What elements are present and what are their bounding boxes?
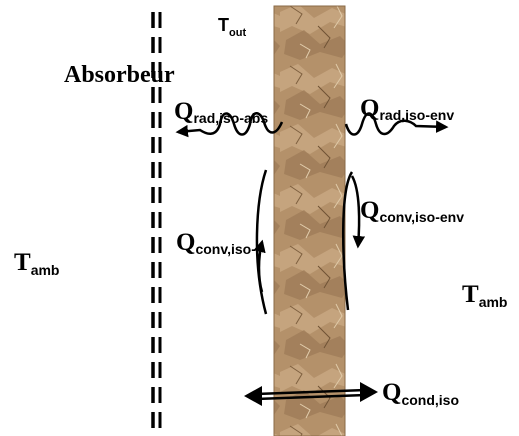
t-out-label: Tout: [218, 15, 246, 39]
q-conv-iso-label: Qconv,iso-: [176, 229, 256, 257]
q-conv-iso-arrow: [253, 239, 266, 293]
absorbeur-label: Absorbeur: [64, 62, 175, 88]
q-conv-iso-env-loop: [342, 171, 354, 311]
q-rad-iso-env-arrow: [344, 112, 449, 136]
q-cond-iso-label: Qcond,iso: [382, 379, 459, 408]
q-rad-iso-abs-label: Qrad,iso-abs: [174, 98, 268, 126]
t-amb-right-label: Tamb: [462, 281, 507, 310]
q-conv-iso-env-label: Qconv,iso-env: [360, 197, 464, 225]
t-amb-left-label: Tamb: [14, 249, 59, 278]
insulation-layer: [273, 5, 346, 436]
q-conv-iso-loop: [255, 169, 268, 315]
q-rad-iso-env-label: Qrad,iso-env: [360, 95, 454, 123]
q-rad-iso-abs-arrow: [175, 112, 284, 138]
q-cond-iso-arrow: [244, 382, 378, 406]
q-conv-iso-env-arrow: [350, 175, 366, 249]
